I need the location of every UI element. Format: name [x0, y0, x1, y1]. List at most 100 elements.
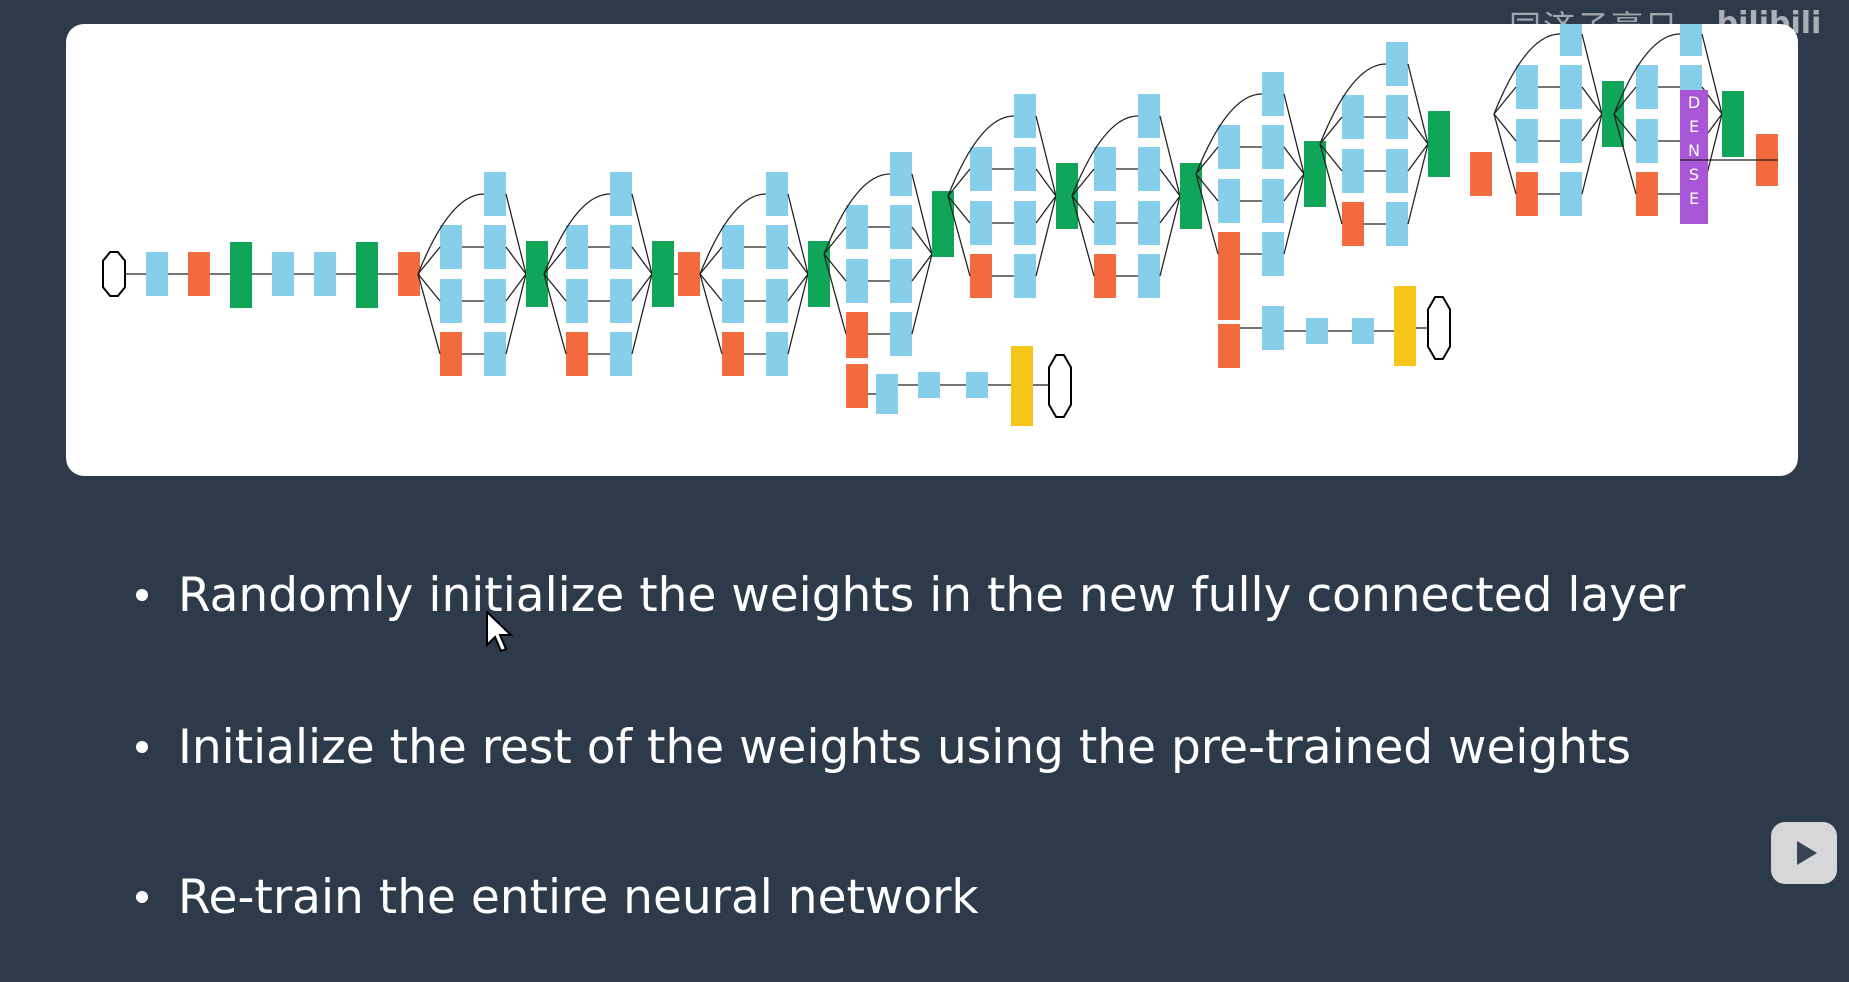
- conv-layer: [876, 374, 898, 414]
- pool-layer: [1342, 202, 1364, 246]
- edge: [947, 168, 971, 197]
- conv-layer: [1342, 149, 1364, 193]
- edge: [417, 273, 441, 302]
- edge: [505, 193, 527, 275]
- bullet-text: Re-train the entire neural network: [178, 869, 979, 925]
- edge: [1035, 195, 1057, 224]
- conv-layer: [970, 147, 992, 191]
- edge: [1071, 195, 1095, 277]
- edge: [1581, 33, 1603, 115]
- conv-layer: [1636, 119, 1658, 163]
- pool-layer: [846, 364, 868, 408]
- bullet-list: Randomly initialize the weights in the n…: [136, 555, 1776, 982]
- bullet-dot: [136, 891, 148, 903]
- conv-layer: [1386, 42, 1408, 86]
- conv-layer: [1014, 201, 1036, 245]
- conv-layer: [918, 372, 940, 398]
- conv-layer: [1386, 149, 1408, 193]
- edge: [1493, 113, 1517, 142]
- pool-layer: [398, 252, 420, 296]
- edge: [1493, 33, 1561, 115]
- conv-layer: [890, 259, 912, 303]
- edge: [699, 273, 723, 355]
- edge: [417, 193, 485, 275]
- conv-layer: [1560, 172, 1582, 216]
- edge: [1319, 116, 1343, 145]
- conv-layer: [272, 252, 294, 296]
- conv-layer: [890, 312, 912, 356]
- conv-layer: [766, 279, 788, 323]
- edge: [1493, 86, 1517, 115]
- edge: [1071, 195, 1095, 224]
- pool-layer: [1218, 324, 1240, 368]
- conv-layer: [1218, 179, 1240, 223]
- conv-layer: [484, 172, 506, 216]
- conv-layer: [1262, 72, 1284, 116]
- bullet-dot: [136, 741, 148, 753]
- edge: [1195, 173, 1219, 202]
- concat-layer: [932, 191, 954, 257]
- edge: [1319, 63, 1387, 145]
- concat-layer: [1304, 141, 1326, 207]
- conv-layer: [846, 259, 868, 303]
- pool-layer: [722, 332, 744, 376]
- conv-layer: [1138, 94, 1160, 138]
- edge: [1035, 195, 1057, 277]
- conv-layer: [766, 225, 788, 269]
- edge: [823, 226, 847, 255]
- conv-layer: [146, 252, 168, 296]
- concat-layer: [1722, 91, 1744, 157]
- conv-layer: [566, 279, 588, 323]
- concat-layer: [1056, 163, 1078, 229]
- edge: [505, 273, 527, 355]
- conv-layer: [1138, 147, 1160, 191]
- pool-layer: [970, 254, 992, 298]
- conv-layer: [484, 279, 506, 323]
- conv-layer: [1262, 232, 1284, 276]
- pool-layer: [440, 332, 462, 376]
- io-node: [1427, 296, 1451, 360]
- edge: [1071, 168, 1095, 197]
- pool-layer: [1218, 232, 1240, 276]
- concat-layer: [1428, 111, 1450, 177]
- conv-layer: [1636, 65, 1658, 109]
- concat-layer: [1180, 163, 1202, 229]
- play-icon[interactable]: [1771, 822, 1837, 884]
- conv-layer: [1262, 306, 1284, 350]
- edge: [1613, 86, 1637, 115]
- conv-layer: [1094, 147, 1116, 191]
- edge: [543, 246, 567, 275]
- edge: [787, 246, 809, 275]
- edge: [1701, 33, 1723, 115]
- pool-layer: [1636, 172, 1658, 216]
- edge: [787, 273, 809, 355]
- conv-layer: [1014, 147, 1036, 191]
- edge: [631, 246, 653, 275]
- pool-layer: [1218, 276, 1240, 320]
- concat-layer: [230, 242, 252, 308]
- pool-layer: [1470, 152, 1492, 196]
- edge: [1613, 113, 1637, 195]
- edge: [1035, 115, 1057, 197]
- pool-layer: [1094, 254, 1116, 298]
- edge: [699, 246, 723, 275]
- edge: [1407, 116, 1429, 145]
- conv-layer: [846, 205, 868, 249]
- conv-layer: [566, 225, 588, 269]
- pool-layer: [566, 332, 588, 376]
- edge: [699, 273, 723, 302]
- conv-layer: [1516, 119, 1538, 163]
- edge: [699, 193, 767, 275]
- edge: [1581, 113, 1603, 142]
- edge: [1581, 113, 1603, 195]
- conv-layer: [440, 279, 462, 323]
- edge: [787, 193, 809, 275]
- conv-layer: [610, 172, 632, 216]
- edge: [1195, 173, 1219, 255]
- pool-layer: [188, 252, 210, 296]
- concat-layer: [652, 241, 674, 307]
- conv-layer: [610, 279, 632, 323]
- edge: [505, 246, 527, 275]
- conv-layer: [890, 152, 912, 196]
